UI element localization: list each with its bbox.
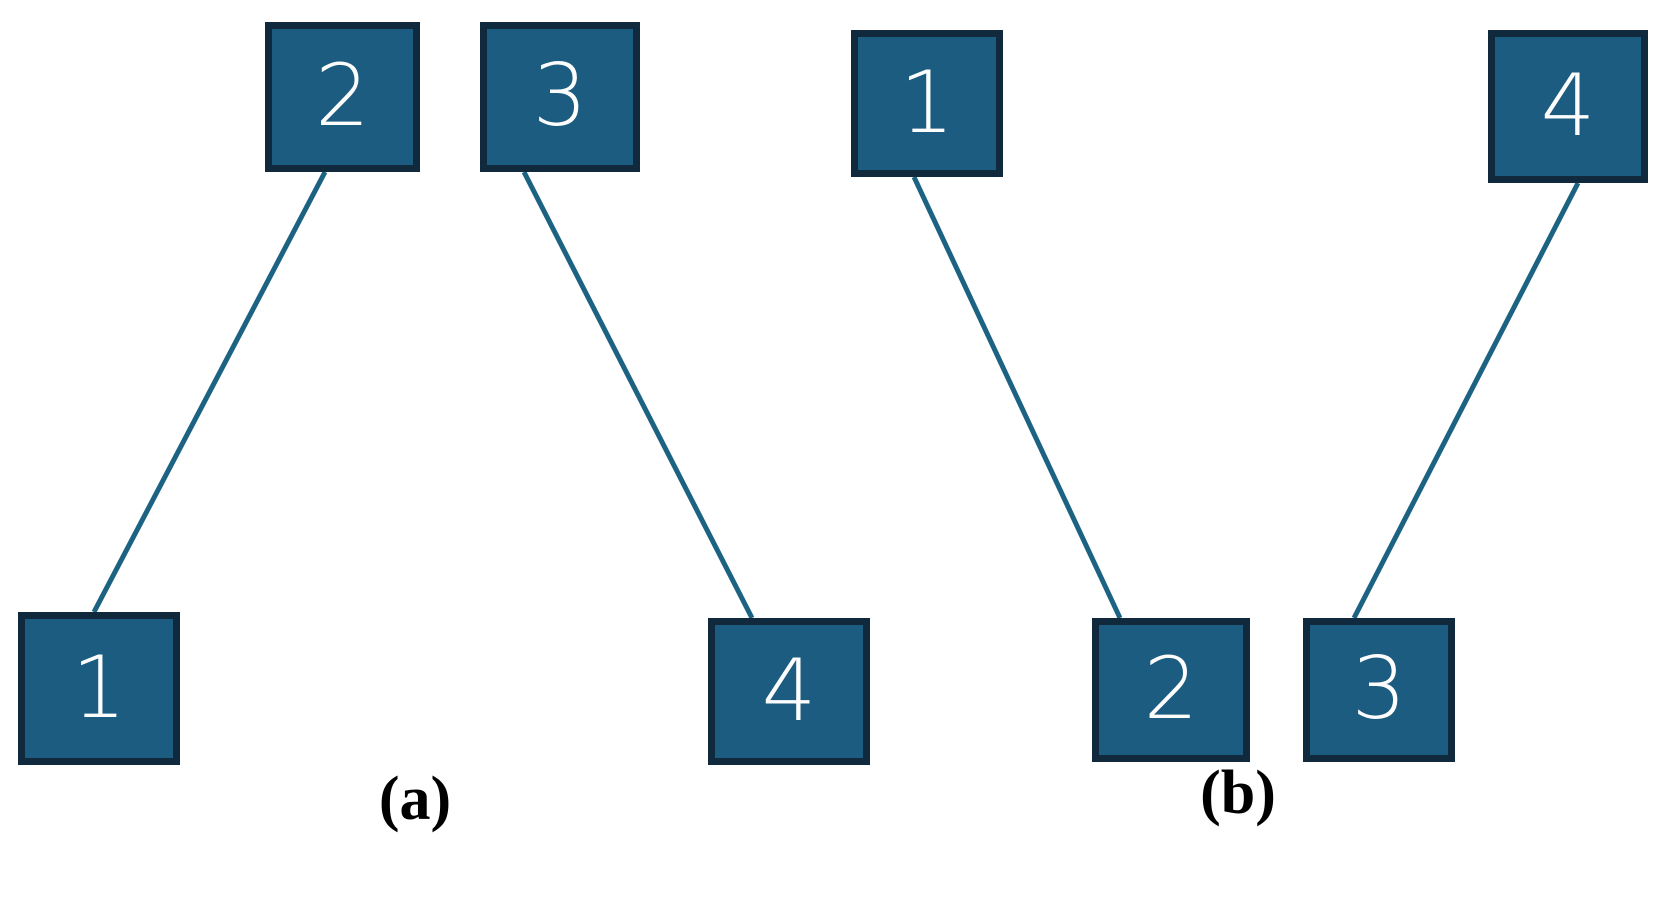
graph-node-label: 3	[1351, 639, 1407, 739]
graph-node-label: 2	[315, 46, 370, 146]
graph-node-2[interactable]: 2	[1092, 618, 1250, 762]
graph-node-1[interactable]: 1	[18, 612, 180, 765]
graph-node-2[interactable]: 2	[265, 22, 420, 172]
graph-edge	[91, 170, 328, 614]
graph-edge	[521, 170, 755, 620]
panel-caption-a: (a)	[378, 765, 452, 833]
panel-caption-b: (b)	[1200, 759, 1276, 827]
graph-node-label: 4	[761, 640, 817, 741]
graph-node-label: 1	[899, 52, 955, 153]
graph-node-4[interactable]: 4	[1488, 30, 1648, 183]
graph-edge	[911, 175, 1123, 620]
graph-node-label: 1	[71, 637, 127, 738]
graph-node-1[interactable]: 1	[851, 30, 1003, 177]
graph-node-label: 2	[1143, 639, 1199, 739]
graph-node-3[interactable]: 3	[480, 22, 640, 172]
graph-node-4[interactable]: 4	[708, 618, 870, 765]
graph-node-label: 3	[532, 46, 588, 146]
graph-node-3[interactable]: 3	[1303, 618, 1455, 762]
graph-node-label: 4	[1540, 55, 1596, 156]
graph-edge	[1351, 181, 1581, 620]
